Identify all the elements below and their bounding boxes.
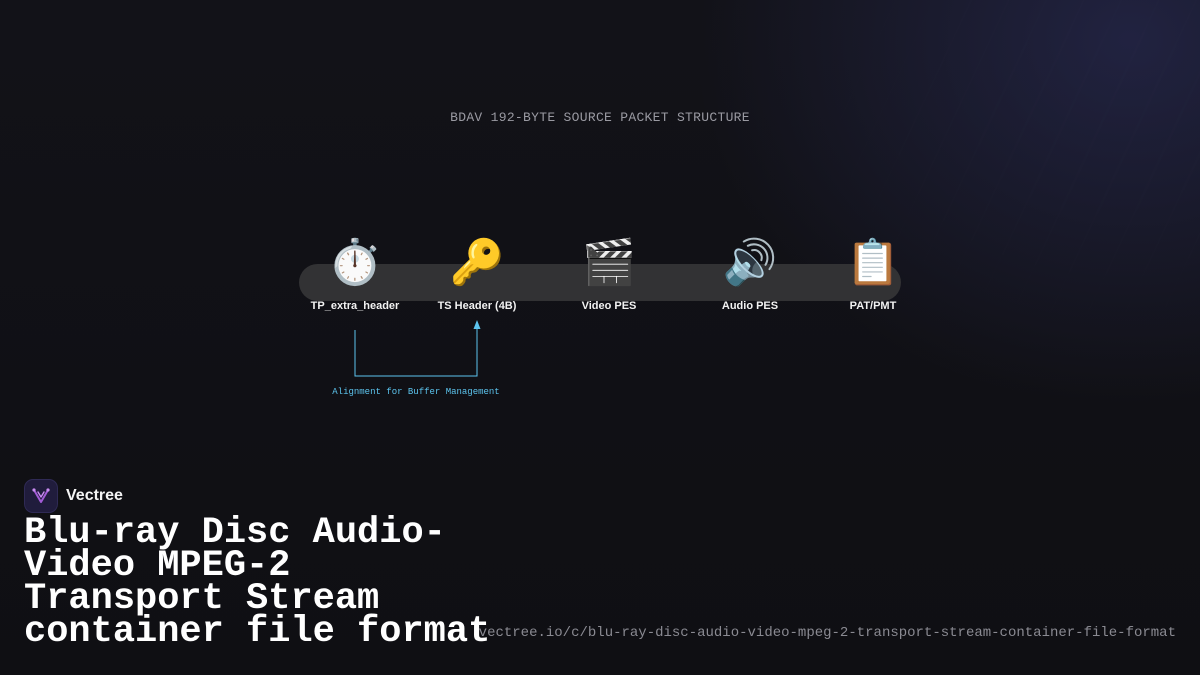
clapperboard-icon: 🎬 bbox=[581, 237, 637, 288]
key-icon: 🔑 bbox=[449, 237, 505, 288]
arrow-head-icon bbox=[473, 320, 481, 329]
brand: Vectree bbox=[24, 479, 123, 513]
clipboard-icon: 📋 bbox=[845, 237, 901, 288]
segment-audio-pes: 🔊 Audio PES bbox=[690, 236, 810, 312]
segment-pat-pmt: 📋 PAT/PMT bbox=[813, 236, 933, 312]
segment-video-pes: 🎬 Video PES bbox=[549, 236, 669, 312]
segment-tp-extra-header: ⏱️ TP_extra_header bbox=[295, 236, 415, 312]
stopwatch-icon: ⏱️ bbox=[327, 237, 383, 288]
brand-name: Vectree bbox=[66, 487, 123, 504]
diagram-title: BDAV 192-BYTE SOURCE PACKET STRUCTURE bbox=[450, 110, 750, 125]
alignment-annotation: Alignment for Buffer Management bbox=[332, 387, 500, 397]
segment-label: Video PES bbox=[581, 300, 637, 312]
segment-label: TP_extra_header bbox=[310, 300, 400, 312]
connector-line bbox=[354, 326, 478, 377]
segment-label: TS Header (4B) bbox=[437, 300, 517, 312]
page-url: vectree.io/c/blu-ray-disc-audio-video-mp… bbox=[478, 625, 1176, 641]
speaker-icon: 🔊 bbox=[722, 237, 778, 288]
segment-label: PAT/PMT bbox=[849, 300, 897, 312]
packet-bar bbox=[299, 264, 901, 301]
segment-ts-header: 🔑 TS Header (4B) bbox=[417, 236, 537, 312]
segment-label: Audio PES bbox=[721, 300, 779, 312]
vectree-logo-icon bbox=[24, 479, 58, 513]
vectree-logo-mark bbox=[32, 488, 50, 503]
page-title: Blu-ray Disc Audio-Video MPEG-2 Transpor… bbox=[24, 512, 491, 653]
